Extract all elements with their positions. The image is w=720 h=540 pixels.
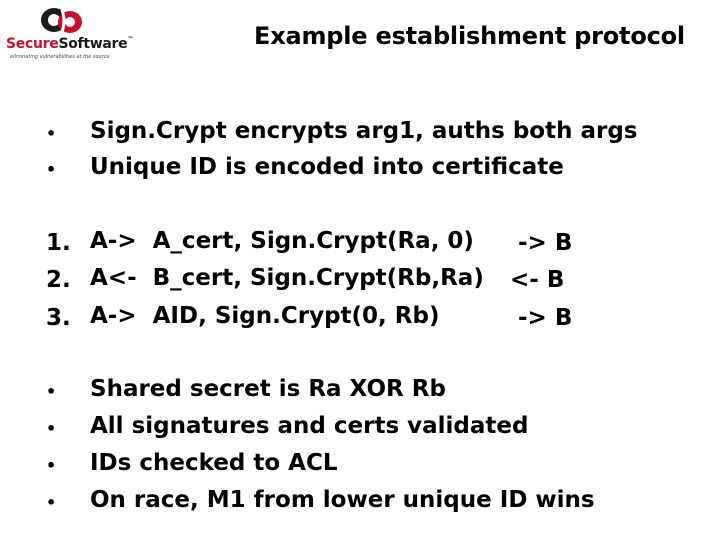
step-message: A-> A_cert, Sign.Crypt(Ra, 0) xyxy=(90,228,474,254)
bullet-icon: • xyxy=(46,419,57,438)
step-destination: -> B xyxy=(518,230,573,256)
slide-title: Example establishment protocol xyxy=(254,22,685,50)
step-destination: -> B xyxy=(518,305,573,331)
step-number: 2. xyxy=(46,267,71,293)
logo-tagline: eliminating vulnerabilities at the sourc… xyxy=(10,54,110,60)
step-destination: <- B xyxy=(510,267,565,293)
bullet-icon: • xyxy=(46,456,57,475)
bullet-icon: • xyxy=(46,124,57,143)
bottom-bullet-text: IDs checked to ACL xyxy=(90,450,338,476)
bullet-icon: • xyxy=(46,493,57,512)
logo-wordmark: SecureSoftware™ xyxy=(6,36,133,52)
bottom-bullet-text: On race, M1 from lower unique ID wins xyxy=(90,487,595,513)
logo-brand-second: Software xyxy=(58,36,128,52)
step-number: 3. xyxy=(46,305,71,331)
bullet-icon: • xyxy=(46,160,57,179)
step-message: A-> AID, Sign.Crypt(0, Rb) xyxy=(90,303,440,329)
step-number: 1. xyxy=(46,230,71,256)
logo-brand-first: Secure xyxy=(6,36,59,52)
logo-mark-icon xyxy=(41,8,82,33)
top-bullet-text: Unique ID is encoded into certificate xyxy=(90,154,564,180)
step-message: A<- B_cert, Sign.Crypt(Rb,Ra) xyxy=(90,265,484,291)
securesoftware-logo: SecureSoftware™ eliminating vulnerabilit… xyxy=(4,4,134,60)
bottom-bullet-text: All signatures and certs validated xyxy=(90,413,529,439)
logo-trademark: ™ xyxy=(127,36,134,43)
bullet-icon: • xyxy=(46,382,57,401)
top-bullet-text: Sign.Crypt encrypts arg1, auths both arg… xyxy=(90,118,638,144)
bottom-bullet-text: Shared secret is Ra XOR Rb xyxy=(90,376,446,402)
